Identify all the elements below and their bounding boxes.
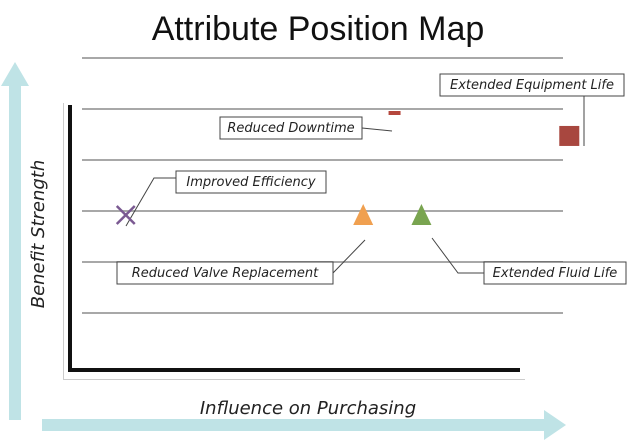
callout-box	[483, 261, 627, 285]
data-label: Extended Equipment Life	[450, 78, 614, 93]
callout-box	[116, 261, 334, 285]
data-point	[353, 204, 374, 225]
x-axis-shadow	[63, 379, 525, 380]
callout-leader	[125, 177, 176, 227]
y-axis-label: Benefit Strength	[28, 160, 49, 309]
callout-leader	[431, 237, 484, 274]
x-axis-arrow-head	[544, 410, 566, 440]
x-axis-label: Influence on Purchasing	[200, 398, 416, 419]
callout-box	[175, 170, 327, 194]
square-marker	[559, 125, 580, 146]
triangle-marker	[353, 204, 374, 225]
callout-leader	[361, 127, 393, 132]
data-label: Extended Fluid Life	[493, 266, 618, 281]
data-point	[115, 205, 136, 225]
data-point	[411, 204, 432, 225]
x-axis-arrow-shaft	[42, 419, 548, 431]
x-marker-stroke	[115, 205, 136, 225]
callout-box	[219, 116, 363, 140]
callout-box	[439, 73, 625, 97]
data-label: Improved Efficiency	[186, 175, 315, 190]
data-point	[559, 125, 580, 146]
data-point	[388, 111, 401, 115]
y-axis-shadow	[63, 103, 64, 380]
data-label: Reduced Valve Replacement	[132, 266, 319, 281]
callout-leader	[332, 239, 366, 274]
chart-title: Attribute Position Map	[152, 10, 485, 48]
data-label: Reduced Downtime	[227, 121, 354, 136]
y-axis-arrow-shaft	[9, 80, 21, 420]
y-axis-arrow-head	[1, 62, 29, 86]
triangle-marker	[411, 204, 432, 225]
dash-marker	[388, 111, 401, 115]
